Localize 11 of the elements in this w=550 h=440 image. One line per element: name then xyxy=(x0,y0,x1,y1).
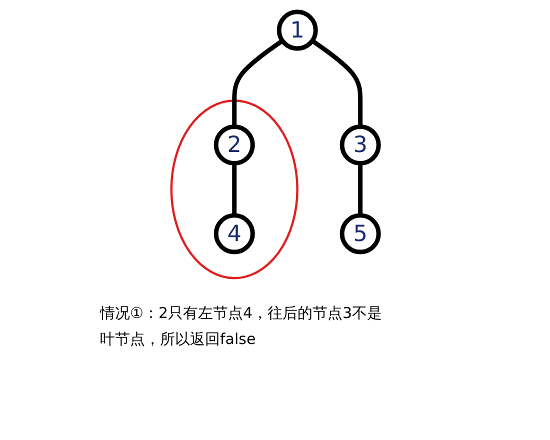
connector xyxy=(311,38,363,127)
node-circle: 4 xyxy=(214,213,255,254)
connector xyxy=(358,163,363,216)
connector xyxy=(232,163,237,216)
node-circle: 2 xyxy=(214,124,255,166)
node-circle: 1 xyxy=(276,10,318,51)
caption: 情况①：2只有左节点4，往后的节点3不是叶节点，所以返回false xyxy=(100,303,384,350)
node-circle: 3 xyxy=(340,124,381,166)
highlight-loop xyxy=(170,100,298,280)
node-circle: 5 xyxy=(340,213,381,254)
connector xyxy=(232,38,284,127)
